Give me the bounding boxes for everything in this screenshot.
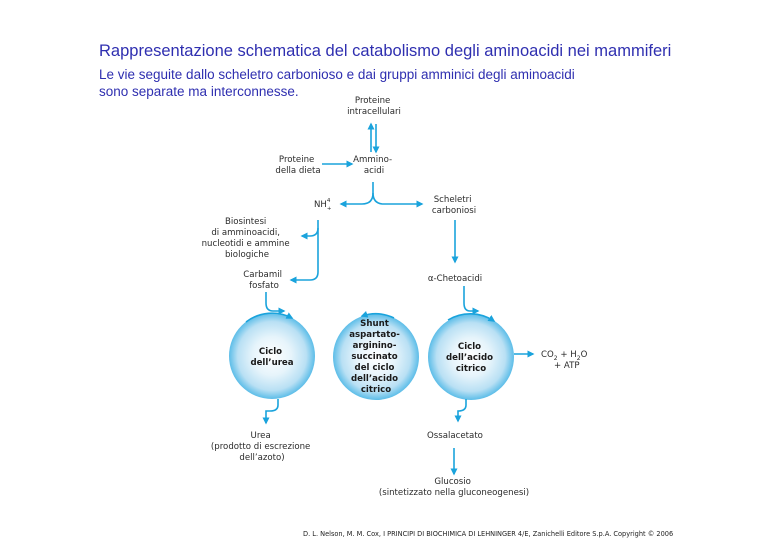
slide-title: Rappresentazione schematica del cataboli… bbox=[99, 42, 672, 60]
arrow-nh4-to-carbamyl bbox=[289, 228, 319, 284]
arrow-urea-cycle-to-urea bbox=[262, 399, 279, 425]
citric-cycle-arrow bbox=[447, 313, 496, 322]
citation: D. L. Nelson, M. M. Cox, I PRINCIPI DI B… bbox=[303, 530, 674, 538]
label-proteine-dieta: Proteine della dieta bbox=[275, 155, 320, 176]
arrow-nh4-to-biosynthesis bbox=[300, 220, 319, 240]
label-co2-h2o: CO2 + H2O bbox=[541, 350, 588, 362]
arrow-carbamyl-to-urea-cycle bbox=[265, 292, 286, 315]
urea-cycle-arrow bbox=[245, 312, 294, 323]
label-ciclo-urea: Ciclo dell’urea bbox=[250, 347, 293, 368]
label-carbamil-fosfato: Carbamil fosfato bbox=[243, 270, 284, 291]
label-glucosio: Glucosio (sintetizzato nella gluconeogen… bbox=[379, 477, 529, 498]
label-ciclo-citrico: Ciclo dell’acido citrico bbox=[446, 342, 496, 374]
label-shunt: Shunt aspartato- arginino- succinato del… bbox=[349, 319, 403, 395]
shunt-circle bbox=[333, 314, 419, 400]
label-proteine-intracellulari: Proteine intracellulari bbox=[347, 96, 401, 117]
urea-cycle-circle bbox=[229, 313, 315, 399]
slide-subtitle: Le vie seguite dallo scheletro carbonios… bbox=[99, 67, 575, 99]
arrow-ketoacids-to-citric-cycle bbox=[463, 286, 480, 315]
label-urea: Urea (prodotto di escrezione dell’azoto) bbox=[211, 431, 313, 463]
arrow-aminoacids-to-skeletons bbox=[372, 192, 424, 208]
label-chetoacidi: α-Chetoacidi bbox=[428, 274, 482, 284]
label-atp: + ATP bbox=[554, 361, 580, 371]
shunt-cycle-arrow bbox=[360, 310, 395, 319]
arrow-citric-to-oxaloacetate bbox=[454, 399, 467, 423]
label-biosintesi: Biosintesi di amminoacidi, nucleotidi e … bbox=[202, 217, 293, 260]
label-ossalacetato: Ossalacetato bbox=[427, 431, 483, 441]
citric-acid-cycle-circle bbox=[428, 314, 514, 400]
label-amminoacidi: Ammino- acidi bbox=[353, 155, 395, 176]
label-nh4: NH4+ bbox=[314, 198, 332, 212]
arrow-aminoacids-to-nh4 bbox=[339, 182, 374, 208]
label-scheletri: Scheletri carboniosi bbox=[432, 195, 476, 216]
